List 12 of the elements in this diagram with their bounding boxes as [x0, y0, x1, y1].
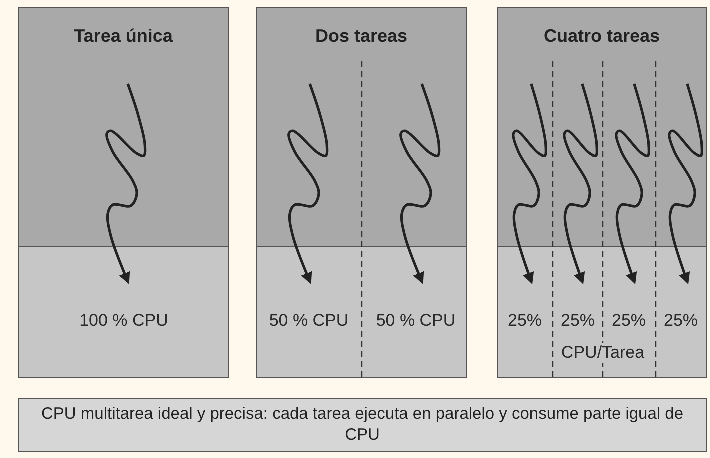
cpu-share-text: CPU/Tarea [560, 343, 646, 363]
task-panel [18, 7, 229, 378]
cpu-band [257, 246, 466, 377]
caption-box [18, 398, 707, 452]
panel-heading: Dos tareas [314, 26, 409, 47]
task-panel [497, 7, 707, 378]
task-panel [256, 7, 467, 378]
panel-heading: Tarea única [73, 26, 174, 47]
cpu-band [19, 246, 228, 377]
panel-heading: Cuatro tareas [542, 26, 662, 47]
cpu-band [498, 246, 706, 377]
caption-text: CPU multitarea ideal y precisa: cada tarea ejecuta en paralelo y consume parte igual de CPU [40, 404, 685, 446]
